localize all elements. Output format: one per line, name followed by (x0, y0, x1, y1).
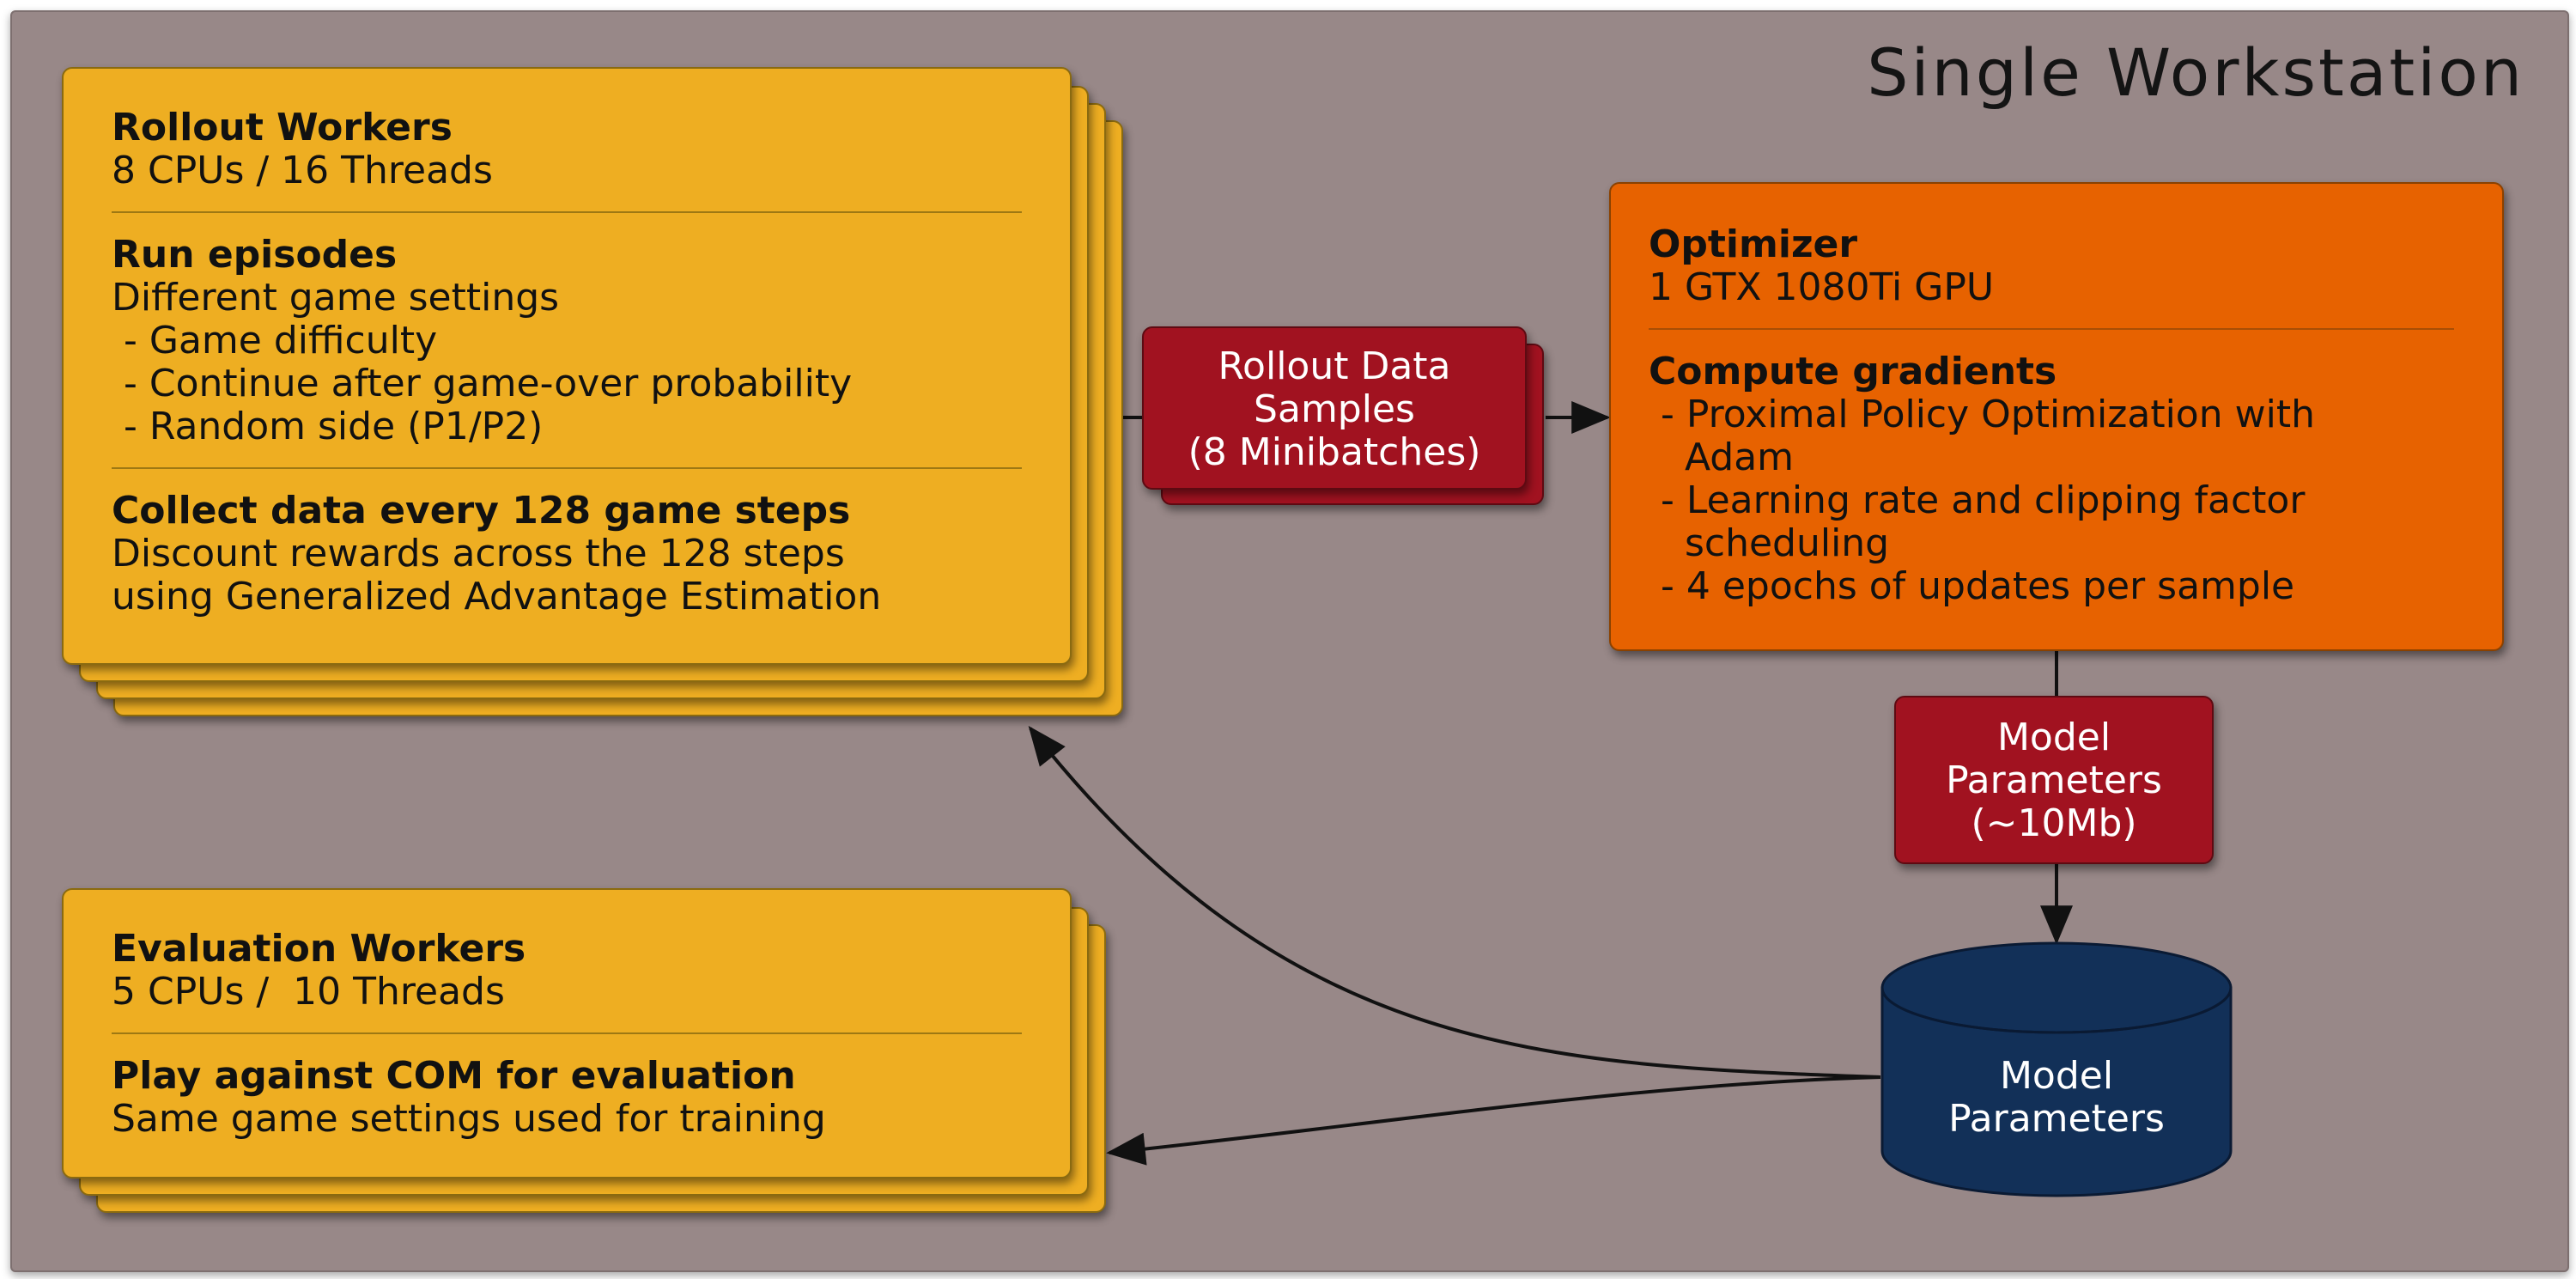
run-line: - Game difficulty (112, 319, 438, 362)
model-storage-cylinder (1880, 941, 2233, 1197)
optimizer-heading: Optimizer (1649, 222, 1858, 266)
compute-heading: Compute gradients (1649, 350, 2057, 393)
compute-line: - 4 epochs of updates per sample (1649, 564, 2295, 608)
model-params-line: Model (1996, 716, 2111, 759)
rollout-heading: Rollout Workers (112, 106, 453, 149)
divider (112, 211, 1022, 213)
rollout-data-line: (8 Minibatches) (1188, 430, 1481, 474)
compute-line: - Learning rate and clipping factor (1649, 478, 2306, 522)
optimizer-resources: 1 GTX 1080Ti GPU (1649, 265, 1995, 309)
play-line: Same game settings used for training (112, 1097, 826, 1141)
store-to-evaluation-arrow (1106, 1075, 1881, 1166)
evaluation-heading: Evaluation Workers (112, 927, 526, 971)
model-params-line: (~10Mb) (1971, 801, 2137, 845)
collect-line: Discount rewards across the 128 steps (112, 532, 845, 576)
evaluation-resources: 5 CPUs / 10 Threads (112, 970, 505, 1014)
compute-line: - Proximal Policy Optimization with (1649, 393, 2315, 436)
run-line: Different game settings (112, 276, 560, 320)
compute-line: Adam (1649, 435, 1795, 479)
play-heading: Play against COM for evaluation (112, 1054, 796, 1098)
rollout-data-line: Samples (1254, 387, 1415, 431)
rollout-data-box: Rollout Data Samples (8 Minibatches) (1142, 326, 1527, 490)
store-to-rollout-arrow (1028, 726, 1881, 1079)
model-params-line: Parameters (1946, 758, 2162, 802)
collect-line: using Generalized Advantage Estimation (112, 575, 882, 618)
run-line: - Continue after game-over probability (112, 362, 853, 405)
model-parameters-message-box: Model Parameters (~10Mb) (1894, 696, 2214, 864)
run-line: - Random side (P1/P2) (112, 405, 544, 448)
collect-heading: Collect data every 128 game steps (112, 489, 851, 533)
rollout-data-line: Rollout Data (1218, 344, 1451, 388)
divider (112, 467, 1022, 469)
divider (1649, 328, 2454, 330)
rollout-workers-box: Rollout Workers 8 CPUs / 16 Threads Run … (62, 67, 1072, 665)
model-store-line: Model (1999, 1054, 2114, 1098)
run-episodes-heading: Run episodes (112, 233, 398, 277)
divider (112, 1032, 1022, 1034)
rollout-resources: 8 CPUs / 16 Threads (112, 149, 493, 192)
diagram-title: Single Workstation (1867, 34, 2524, 111)
optimizer-box: Optimizer 1 GTX 1080Ti GPU Compute gradi… (1609, 182, 2504, 651)
evaluation-workers-box: Evaluation Workers 5 CPUs / 10 Threads P… (62, 888, 1072, 1179)
model-store-line: Parameters (1948, 1097, 2165, 1141)
compute-line: scheduling (1649, 521, 1890, 565)
